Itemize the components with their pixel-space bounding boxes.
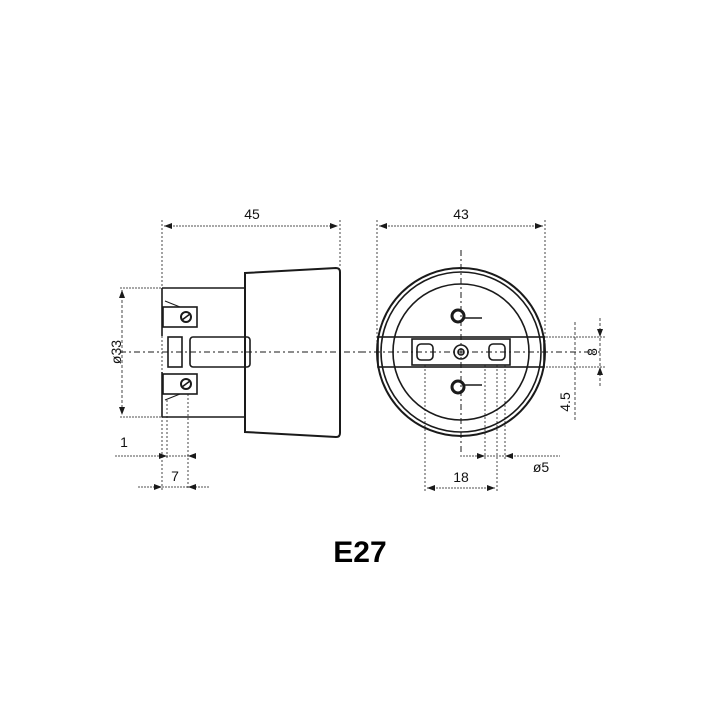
dim-bar-width: 8 [584,348,600,356]
dim-diameter: ø33 [108,340,124,364]
dim-hole-spacing: 18 [453,469,469,485]
side-view [115,220,360,490]
dim-terminal-width: 7 [171,468,179,484]
dim-offset-front: 4.5 [557,392,573,412]
dim-length: 45 [244,206,260,222]
dim-hole-diameter: ø5 [533,459,550,475]
drawing-title: E27 [333,536,386,569]
dim-offset: 1 [120,434,128,450]
front-view [360,220,605,492]
dim-outer-diameter: 43 [453,206,469,222]
